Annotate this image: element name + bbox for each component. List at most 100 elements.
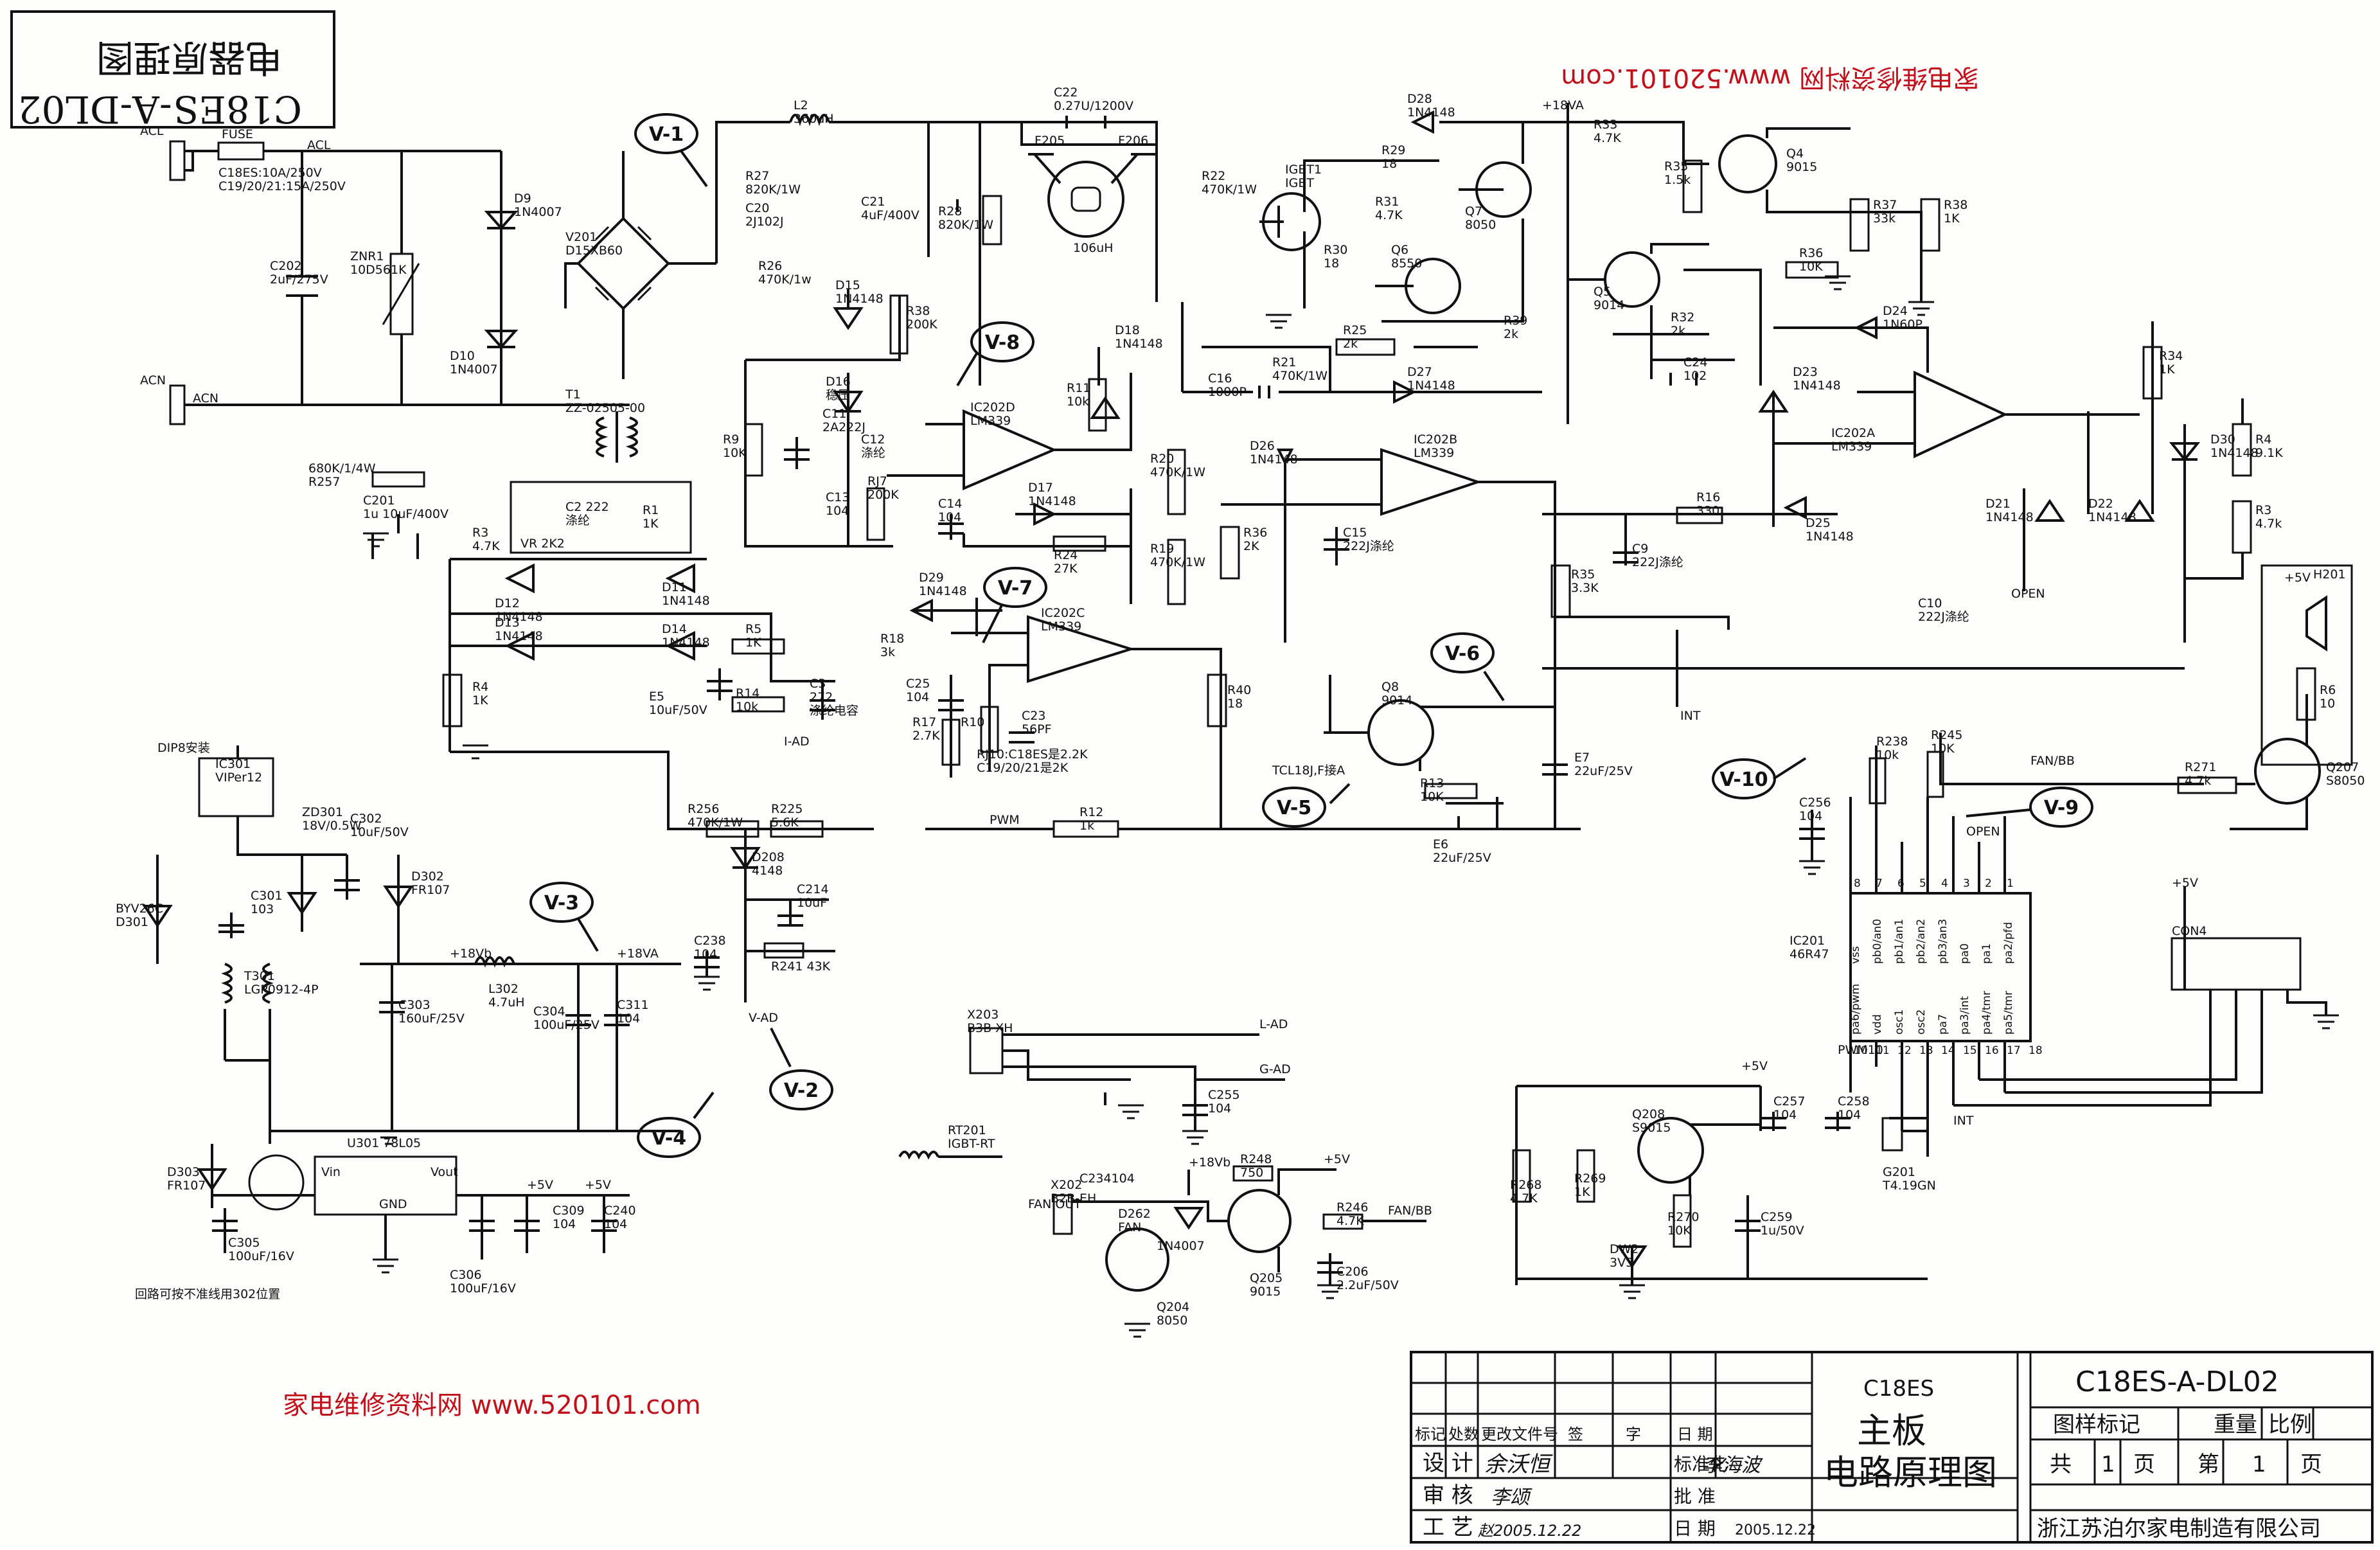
component-label-line: T4.19GN (1882, 1179, 1936, 1193)
component-label-line: 10 (2320, 697, 2335, 711)
component-label-line: +5V (585, 1178, 611, 1192)
component-label-line: FR107 (411, 883, 450, 897)
component-label-line: C255 (1208, 1088, 1240, 1102)
component-label-line: R238 (1876, 735, 1908, 749)
component-label-line: Q4 (1786, 147, 1804, 161)
component-label-line: 10K (1420, 790, 1444, 804)
component-label-line: R37 (1873, 198, 1897, 212)
component-label-line: 4uF/400V (861, 208, 919, 222)
test-point-v9: V-9 (2044, 797, 2079, 819)
component-label-line: +18Vb (450, 947, 492, 961)
component-label-line: G201 (1883, 1165, 1915, 1179)
component-label-line: D18 (1115, 323, 1140, 337)
component-label-line: 1N4148 (1250, 452, 1298, 467)
component-label-line: 1K (2159, 362, 2175, 377)
component-label-line: D14 (662, 622, 687, 636)
component-label-line: 1N4007 (1157, 1239, 1205, 1253)
component-label-line: R36 (1243, 526, 1267, 540)
component-label-vr: VR 2K2 (520, 537, 565, 551)
component-label-line: 1N4007 (450, 362, 498, 377)
component-label-line: 9015 (1786, 160, 1817, 174)
wiring (142, 103, 2353, 1292)
component-label-coil: 106uH (1073, 241, 1114, 255)
test-point-markers (529, 113, 2093, 1158)
component-label-line: C305 (228, 1236, 260, 1250)
component-label-line: D29 (919, 571, 944, 585)
test-point-v1: V-1 (649, 123, 684, 146)
component-label-line: 1N60P (1883, 317, 1923, 332)
component-label-r10: R10 (961, 715, 984, 729)
component-label-line: D17 (1028, 481, 1053, 495)
ic201-pin-number: 2 (1985, 877, 1992, 890)
component-label-int: INT (1680, 709, 1701, 723)
component-label-line: C13 (826, 490, 849, 504)
component-label-line: R13 (1420, 776, 1444, 790)
component-label-line: C238 (694, 934, 726, 948)
component-label-d-1n4007: 1N4007 (1157, 1239, 1205, 1253)
component-label-line: 3V3 (1610, 1256, 1633, 1270)
component-label-dips: DIP8安装 (157, 741, 210, 755)
component-label-line: 2K (1243, 539, 1259, 553)
component-label-vin: Vin (321, 1165, 341, 1179)
component-label-line: R271 (2185, 760, 2216, 774)
component-label-line: 1K (745, 636, 761, 650)
ic201-pin-number: 18 (2029, 1044, 2043, 1057)
component-label-line: R241 43K (771, 959, 831, 974)
component-label-line: D302 (411, 869, 444, 884)
component-label-line: CON4 (2172, 924, 2207, 938)
component-label-line: F206 (1118, 134, 1148, 148)
component-label-line: 104 (1799, 809, 1822, 823)
component-label-line: 4.7K (472, 539, 500, 553)
component-label-line: LM339 (1414, 446, 1454, 460)
component-label-line: 470K/1W (688, 815, 743, 830)
tb-rev-2: 更改文件号 (1481, 1425, 1558, 1443)
component-label-line: ACL (140, 124, 164, 138)
component-label-line: Vin (321, 1165, 341, 1179)
tb-company: 浙江苏泊尔家电制造有限公司 (2037, 1516, 2321, 1542)
component-label-line: Q207 (2326, 760, 2359, 774)
component-label-line: R26 (758, 259, 782, 273)
component-label-line: C309 (553, 1204, 585, 1218)
ic201-pin-number: 15 (1963, 1044, 1977, 1057)
component-label-line: D11 (662, 580, 687, 594)
component-label-line: +5V (2172, 876, 2198, 890)
component-label-line: 18 (1381, 157, 1397, 171)
component-label-line: R269 (1574, 1171, 1606, 1186)
component-label-line: PWM10 (1838, 1043, 1883, 1057)
component-label-line: 1K (472, 693, 488, 708)
component-label-line: R6 (2320, 683, 2336, 697)
component-label-line: R34 (2159, 349, 2183, 363)
component-label-line: R18 (880, 632, 904, 646)
component-label-line: 1K (1944, 211, 1960, 226)
component-label-p5v-b: +5V (585, 1178, 611, 1192)
component-label-acl: ACL (140, 124, 164, 138)
component-label-line: Q204 (1157, 1300, 1189, 1314)
